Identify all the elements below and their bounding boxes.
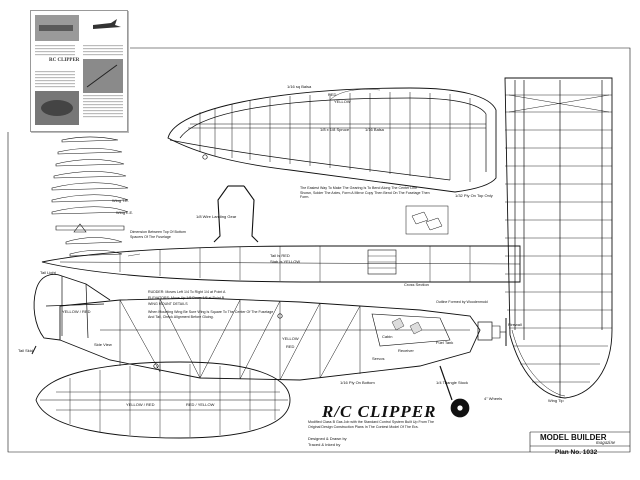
wing-plan-top [167,87,497,193]
wing-mount-details [405,205,449,235]
label-yellow-red-fuse: YELLOW / RED [62,309,91,314]
label-ply-bottom: 1/16 Ply On Bottom [340,380,375,385]
magazine-thumbnail: RC CLIPPER [30,10,128,132]
label-landing-gear: 1/8 Wire Landing Gear [196,214,237,219]
label-tail-skid: Tail Skid [18,348,33,353]
label-wing-tip: Wing Tip [548,398,564,403]
plan-number: Plan No. 1032 [555,449,598,456]
rib-stack [51,136,129,257]
label-servos: Servos [372,356,385,361]
thumbnail-plane-silhouette [93,19,121,29]
label-wing-le: Wing L.E. [116,210,134,215]
label-balsa-ribs: 1/16 Balsa [365,127,384,132]
label-firewall: Firewall [508,322,522,327]
label-top-ply: 1/32 Ply On Top Only [455,193,493,198]
label-wing-te: Wing T.E. [112,198,130,203]
credit-traced: Traced & Inked by [308,442,341,447]
label-cross-section: Cross Section [404,282,429,287]
stabilizer-plan [35,361,291,439]
thumbnail-drawing [35,15,123,125]
publisher-subtitle: magazine [596,441,616,446]
thumbnail-photo-2 [83,59,123,93]
stabilizer-top-view [41,245,521,283]
label-receiver: Receiver [398,348,414,353]
label-spruce: 1/8 x 1/8 Spruce [320,127,350,132]
rudder-note-3: WING MOUNT DETAILS [148,302,188,306]
label-red-fuse: RED [286,344,295,349]
plan-title: R/C CLIPPER [322,402,437,421]
rudder-note-1: RUDDER: Moves Left 1/4 To Right 1/4 at P… [148,290,226,294]
wing-mount-note: When Mounting Wing Be Sure Wing Is Squar… [148,310,274,319]
sheet-border [7,47,631,453]
credit-designed: Designed & Drawn by [308,436,347,441]
doubler-note: Dimension Between Top Of Bottom Spacers … [130,230,186,239]
label-yellow-fuse: YELLOW [282,336,299,341]
label-cabin: Cabin [382,334,393,339]
label-triangle: 1/4 Triangle Stock [436,380,469,385]
landing-gear-wire [213,185,259,243]
gear-note: The Easiest Way To Make The Gearing Is T… [300,186,430,200]
label-balsa-top: 1/16 sq Balsa [287,84,312,89]
label-wheels: 4" Wheels [484,396,503,401]
publisher-name: MODEL BUILDER [540,433,607,442]
label-side-view: Side View [94,342,112,347]
wing-plan-right [504,77,613,399]
label-yellow-red-stab: YELLOW / RED [126,402,155,407]
plan-description: Modified Class B Gas Job with the Standa… [308,420,434,429]
label-red-wing: RED [328,92,337,97]
rudder-note-2: ELEVATORS: Move Up 1/8 Down 1/8 at Point… [148,296,225,300]
fuselage-side-view [31,273,507,418]
outline-note: Outline Formed by Woodenmold [436,300,488,304]
label-fuel-tank: Fuel Tank [436,340,454,345]
label-stab-yellow: Stab Is YELLOW [270,259,301,264]
label-yellow-wing: YELLOW [334,99,351,104]
label-red-yellow-stab: RED / YELLOW [186,402,215,407]
title-block [529,431,630,452]
label-tail-red: Tail Is RED [270,253,290,258]
label-tail-light: Tail Light [40,270,56,275]
thumbnail-heading: RC CLIPPER [49,58,80,63]
